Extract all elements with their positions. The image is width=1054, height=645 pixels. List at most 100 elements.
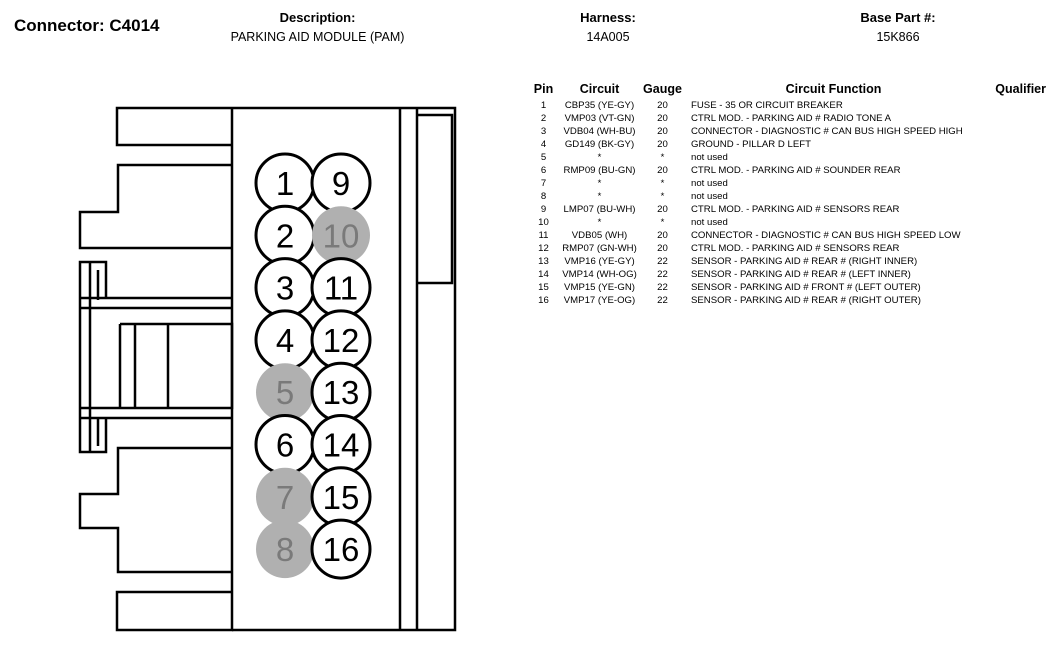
gauge-cell: 22 — [657, 295, 668, 306]
pin-number: 8 — [276, 531, 294, 568]
pin-circle — [256, 520, 314, 579]
circuit-cell: CBP35 (YE-GY) — [564, 100, 635, 111]
function-cell: SENSOR - PARKING AID # REAR # (RIGHT OUT… — [691, 295, 921, 306]
gauge-cell: 20 — [657, 204, 668, 215]
qualifier-cell — [976, 268, 1046, 281]
description-label: Description: — [279, 10, 356, 25]
pin-cell: 1 — [540, 100, 547, 111]
connector-pin: 4 — [254, 309, 316, 371]
description-header: Description: PARKING AID MODULE (PAM) — [205, 10, 430, 44]
function-cell: CTRL MOD. - PARKING AID # SOUNDER REAR — [691, 165, 901, 176]
base-part-header: Base Part #: 15K866 — [838, 10, 958, 44]
qualifier-cell — [976, 203, 1046, 216]
function-cell: SENSOR - PARKING AID # FRONT # (LEFT OUT… — [691, 282, 921, 293]
function-cell: not used — [691, 152, 728, 163]
pin-number: 16 — [323, 531, 360, 568]
col-header-circuit: Circuit — [579, 82, 620, 96]
connector-pin: 13 — [310, 361, 372, 423]
pin-cell: 11 — [538, 230, 549, 241]
connector-pin: 16 — [310, 518, 372, 580]
harness-header: Harness: 14A005 — [548, 10, 668, 44]
pin-number: 7 — [276, 479, 294, 516]
qualifier-cell — [976, 112, 1046, 125]
pin-cell: 2 — [540, 113, 547, 124]
circuit-cell: * — [597, 178, 602, 189]
connector-pin: 2 — [254, 204, 316, 266]
circuit-cell: GD149 (BK-GY) — [564, 139, 635, 150]
function-cell: CONNECTOR - DIAGNOSTIC # CAN BUS HIGH SP… — [691, 126, 963, 137]
connector-pin: 3 — [254, 257, 316, 319]
pin-number: 6 — [276, 427, 294, 464]
pin-cell: 6 — [540, 165, 547, 176]
connector-pin: 11 — [310, 257, 372, 319]
harness-label: Harness: — [580, 10, 636, 25]
connector-pin: 15 — [310, 466, 372, 528]
pin-number: 11 — [324, 270, 358, 307]
qualifier-cell — [976, 229, 1046, 242]
qualifier-cell — [976, 125, 1046, 138]
circuit-cell: * — [597, 191, 602, 202]
gauge-cell: * — [660, 217, 665, 228]
connector-pin: 5 — [256, 363, 314, 422]
housing-latch-inner — [88, 262, 100, 452]
housing-outline — [115, 106, 234, 632]
connector-pin: 12 — [310, 309, 372, 371]
qualifier-cell — [976, 216, 1046, 229]
pin-number: 2 — [276, 217, 294, 254]
qualifier-cell — [976, 99, 1046, 112]
function-cell: not used — [691, 178, 728, 189]
description-value: PARKING AID MODULE (PAM) — [230, 30, 405, 44]
gauge-cell: 20 — [657, 230, 668, 241]
pin-number: 15 — [323, 479, 360, 516]
qualifier-cell — [976, 242, 1046, 255]
function-cell: FUSE - 35 OR CIRCUIT BREAKER — [691, 100, 843, 111]
connector-pin: 14 — [310, 414, 372, 475]
pin-number: 3 — [276, 270, 294, 307]
pin-cell: 13 — [538, 256, 549, 267]
pin-cell: 10 — [538, 217, 549, 228]
pin-cell: 9 — [540, 204, 547, 215]
pin-number: 4 — [276, 322, 294, 359]
gauge-cell: 22 — [657, 282, 668, 293]
table-row: 5**not used — [527, 151, 1046, 164]
col-header-pin: Pin — [533, 82, 554, 96]
pin-number: 14 — [323, 427, 360, 464]
gauge-cell: 20 — [657, 165, 668, 176]
function-cell: CTRL MOD. - PARKING AID # RADIO TONE A — [691, 113, 892, 124]
function-cell: CONNECTOR - DIAGNOSTIC # CAN BUS HIGH SP… — [691, 230, 961, 241]
pin-cell: 7 — [540, 178, 547, 189]
circuit-cell: * — [597, 217, 602, 228]
harness-value: 14A005 — [586, 30, 630, 44]
circuit-cell: RMP07 (GN-WH) — [562, 243, 637, 254]
circuit-cell: VDB04 (WH-BU) — [563, 126, 636, 137]
pin-circle — [256, 467, 314, 526]
qualifier-cell — [976, 281, 1046, 294]
qualifier-cell — [976, 164, 1046, 177]
connector-pin: 7 — [256, 467, 314, 526]
connector-pin: 8 — [256, 520, 314, 579]
gauge-cell: 20 — [657, 126, 668, 137]
table-header-row: Pin Circuit Gauge Circuit Function Quali… — [527, 81, 1046, 99]
pin-cell: 4 — [540, 139, 547, 150]
base-part-label: Base Part #: — [860, 10, 936, 25]
housing-slots — [80, 306, 234, 410]
circuit-cell: LMP07 (BU-WH) — [563, 204, 636, 215]
table-row: 9 LMP07 (BU-WH) 20 CTRL MOD. - PARKING AID … — [527, 203, 1046, 216]
connector-housing — [78, 106, 457, 632]
table-row: 10**not used — [527, 216, 1046, 229]
connector-pin: 9 — [310, 152, 372, 214]
function-cell: CTRL MOD. - PARKING AID # SENSORS REAR — [691, 204, 900, 215]
pin-number: 10 — [323, 217, 360, 254]
pin-cell: 12 — [538, 243, 549, 254]
pin-cell: 5 — [540, 152, 547, 163]
function-cell: SENSOR - PARKING AID # REAR # (RIGHT INN… — [691, 256, 918, 267]
qualifier-cell — [976, 255, 1046, 268]
